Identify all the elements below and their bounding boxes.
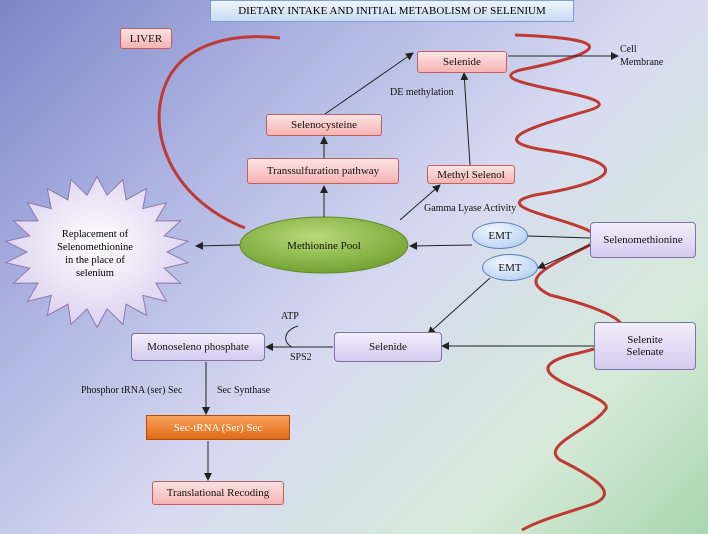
star-text: Replacement of Selenomethionine in the p… [40, 228, 150, 280]
atp-label: ATP [281, 311, 299, 322]
arrow-emt-to-methionine [409, 241, 473, 250]
liver-boundary-arc [157, 35, 281, 230]
replacement-starburst [4, 175, 190, 329]
arrow-selenomethionine-to-emt1 [527, 235, 591, 239]
cell-membrane-wave [509, 33, 626, 532]
phosphor-trna-label: Phosphor tRNA (ser) Sec [81, 385, 183, 396]
sec-trna-box: Sec-tRNA (Ser) Sec [146, 415, 290, 440]
arrow-emt2-to-selenide [427, 277, 491, 335]
emt-ellipse-1: EMT [472, 222, 528, 249]
star-line-2: Selenomethionine [57, 242, 133, 253]
cell-membrane-label: Cell Membrane [620, 43, 663, 69]
transsulfuration-box: Transsulfuration pathway [247, 158, 399, 184]
translational-recoding-box: Translational Recoding [152, 481, 284, 505]
selenite-selenate-box: Selenite Selenate [594, 322, 696, 370]
selenate-text: Selenate [626, 346, 664, 358]
arrow-methylselenol-to-selenide [460, 72, 471, 166]
diagram-title: DIETARY INTAKE AND INITIAL METABOLISM OF… [210, 0, 574, 22]
selenocysteine-box: Selenocysteine [266, 114, 382, 136]
star-line-1: Replacement of [61, 229, 129, 240]
sps2-label: SPS2 [290, 352, 312, 363]
sec-synthase-label: Sec Synthase [217, 385, 271, 396]
cell-membrane-line1: Cell [620, 44, 637, 55]
arrow-selenomethionine-to-emt2 [537, 244, 591, 269]
methyl-selenol-box: Methyl Selenol [427, 165, 515, 184]
emt-ellipse-2: EMT [482, 254, 538, 281]
arrow-selenocysteine-to-selenide [324, 52, 414, 115]
arrow-methionine-to-methylselenol [399, 184, 441, 221]
monoseleno-phosphate-box: Monoseleno phosphate [131, 333, 265, 361]
selenomethionine-box: Selenomethionine [590, 222, 696, 258]
liver-label: LIVER [120, 28, 172, 49]
star-line-4: selenium [76, 268, 114, 279]
methionine-pool-label: Methionine Pool [287, 240, 361, 252]
atp-curve [285, 325, 299, 348]
selenite-text: Selenite [627, 334, 663, 346]
star-line-3: in the place of [65, 255, 125, 266]
cell-membrane-line2: Membrane [620, 57, 664, 68]
arrow-methionine-to-star [195, 241, 241, 250]
selenide-mid-box: Selenide [334, 332, 442, 362]
selenide-top-box: Selenide [417, 51, 507, 73]
gamma-lyase-label: Gamma Lyase Activity [424, 203, 517, 214]
de-methylation-label: DE methylation [390, 87, 454, 98]
